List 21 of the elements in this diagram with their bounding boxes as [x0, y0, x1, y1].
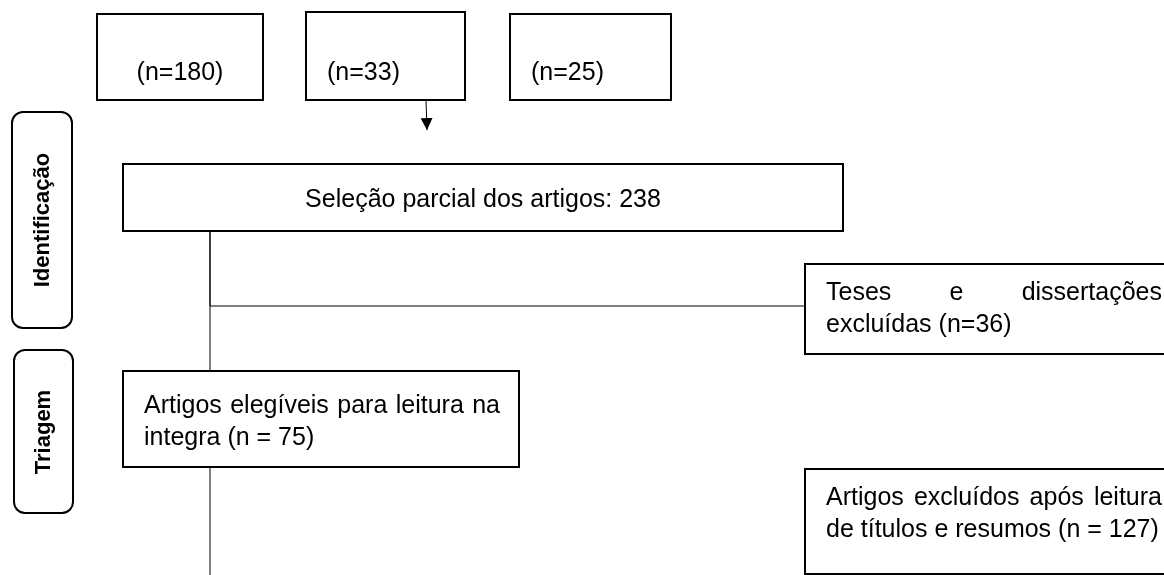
box-text: Seleção parcial dos artigos: 238: [304, 183, 662, 214]
process-box: [96, 13, 264, 101]
process-box: [509, 13, 672, 101]
stage-label: Identificação: [29, 152, 55, 288]
box-text: (n=25): [531, 56, 605, 87]
process-box: [305, 11, 466, 101]
connector-line: [209, 467, 211, 575]
process-box: [122, 163, 844, 232]
process-box: [804, 263, 1164, 355]
box-text: (n=33): [327, 56, 401, 87]
stage-label: Triagem: [30, 389, 57, 474]
box-text: (n=180): [135, 56, 225, 87]
process-box: [804, 468, 1164, 575]
stage-label-box: [11, 111, 73, 329]
arrow: [420, 99, 433, 131]
stage-label-box: [13, 349, 74, 514]
process-box: [122, 370, 520, 468]
connector-line: [209, 231, 805, 307]
box-text: Artigos excluídos após leitura de títulos e resumos (n = 127): [826, 481, 1162, 544]
box-text: Artigos elegíveis para leitura na integra (n = 75): [144, 389, 500, 452]
box-text: Teses e dissertações excluídas (n=36): [826, 276, 1162, 339]
